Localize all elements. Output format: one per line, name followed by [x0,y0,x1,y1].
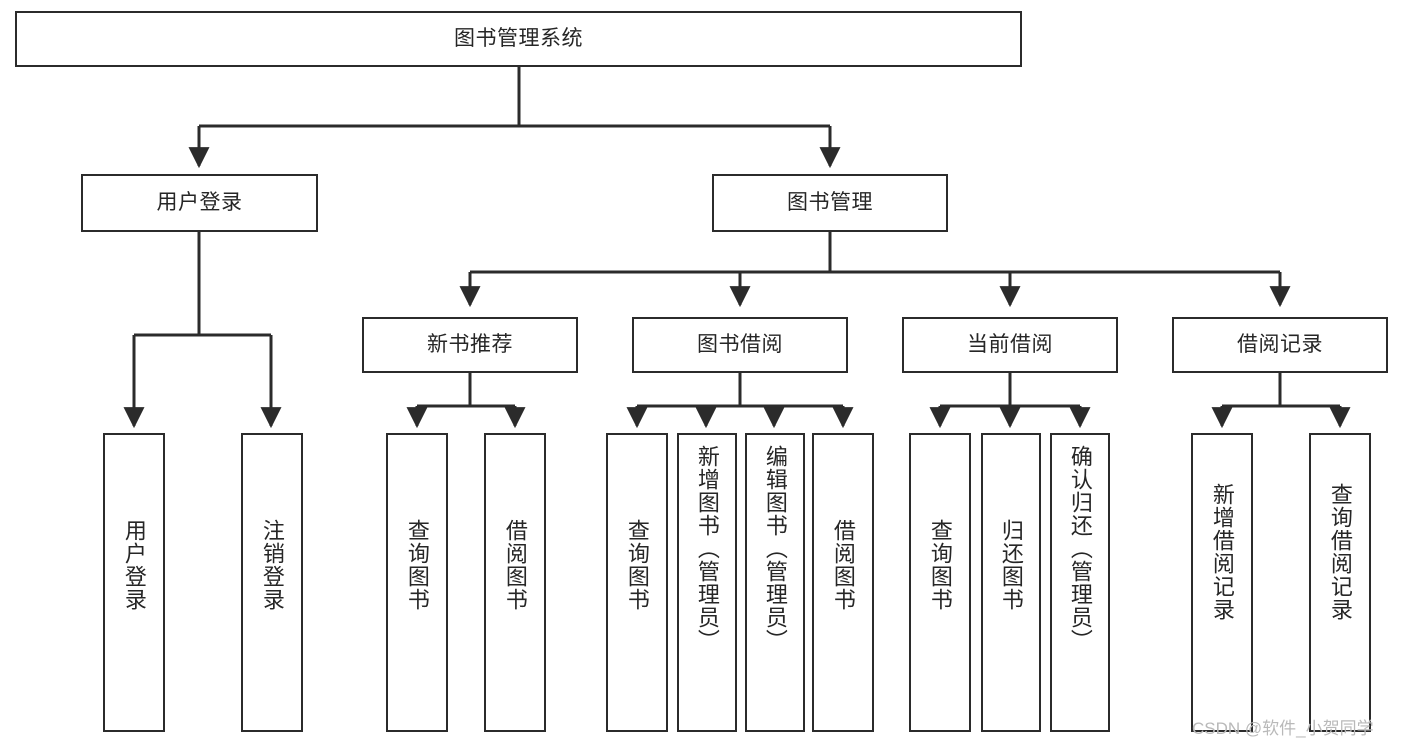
leaf-borrow-book-1-label: 借阅图书 [502,519,528,611]
node-book-manage-label: 图书管理 [787,190,873,214]
node-user-login-label: 用户登录 [156,190,243,214]
leaf-borrow-book-1[interactable]: 借阅图书 [484,433,546,732]
leaf-add-record-label: 新增借阅记录 [1209,483,1235,621]
leaf-confirm-return[interactable]: 确认归还（管理员） [1050,433,1110,732]
leaf-query-record-label: 查询借阅记录 [1327,483,1353,621]
leaf-borrow-book-2[interactable]: 借阅图书 [812,433,874,732]
node-user-login[interactable]: 用户登录 [81,174,318,232]
leaf-query-book-1[interactable]: 查询图书 [386,433,448,732]
node-new-book-recommend[interactable]: 新书推荐 [362,317,578,373]
node-root-label: 图书管理系统 [454,26,583,50]
leaf-query-book-3-label: 查询图书 [927,519,953,611]
leaf-confirm-return-label: 确认归还（管理员） [1067,445,1093,652]
node-borrow-record-label: 借阅记录 [1237,332,1323,356]
leaf-add-book[interactable]: 新增图书（管理员） [677,433,737,732]
leaf-query-book-2-label: 查询图书 [624,519,650,611]
node-current-borrow-label: 当前借阅 [967,332,1053,356]
node-current-borrow[interactable]: 当前借阅 [902,317,1118,373]
node-root[interactable]: 图书管理系统 [15,11,1022,67]
leaf-logout-label: 注销登录 [259,519,285,611]
leaf-user-login[interactable]: 用户登录 [103,433,165,732]
leaf-logout[interactable]: 注销登录 [241,433,303,732]
leaf-query-book-3[interactable]: 查询图书 [909,433,971,732]
watermark: CSDN @软件_小贺同学 [1192,719,1374,738]
leaf-query-record[interactable]: 查询借阅记录 [1309,433,1371,732]
leaf-query-book-2[interactable]: 查询图书 [606,433,668,732]
leaf-query-book-1-label: 查询图书 [404,519,430,611]
leaf-return-book[interactable]: 归还图书 [981,433,1041,732]
leaf-edit-book[interactable]: 编辑图书（管理员） [745,433,805,732]
leaf-add-record[interactable]: 新增借阅记录 [1191,433,1253,732]
leaf-edit-book-label: 编辑图书（管理员） [762,445,788,652]
leaf-add-book-label: 新增图书（管理员） [694,445,720,652]
node-book-manage[interactable]: 图书管理 [712,174,948,232]
node-book-borrow-label: 图书借阅 [697,332,783,356]
node-book-borrow[interactable]: 图书借阅 [632,317,848,373]
leaf-user-login-label: 用户登录 [121,519,147,611]
node-new-book-recommend-label: 新书推荐 [427,332,513,356]
node-borrow-record[interactable]: 借阅记录 [1172,317,1388,373]
leaf-borrow-book-2-label: 借阅图书 [830,519,856,611]
leaf-return-book-label: 归还图书 [998,519,1024,611]
